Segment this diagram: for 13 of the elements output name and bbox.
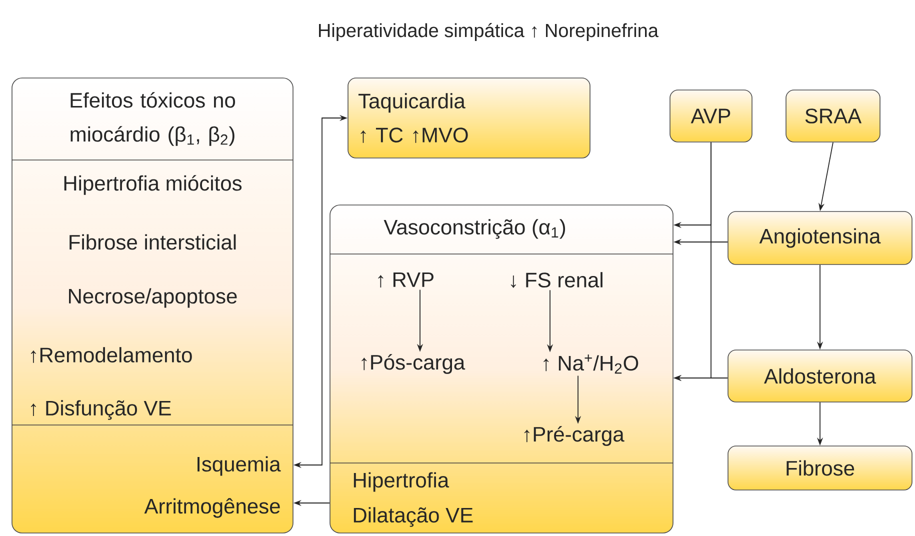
process-box: Taquicardia ↑ TC ↑MVO [348,78,590,158]
effect-text: ↓ FS renal [510,272,602,288]
panel-box: Efeitos tóxicos no miocárdio (β$_{1}$, β$_{2}$) Hipertrofia miócitos Fibrose intersticial Necrose/apoptose ↑Remodelamento ↑ Disfunção VE Isquemia Arritmogênese [12,78,294,534]
effect-text: ↑Pré-carga [524,426,624,446]
process-box: Angiotensina [728,211,912,265]
process-box: Fibrose [728,446,912,490]
process-box: Aldosterona [728,350,912,402]
process-box: AVP [670,90,752,142]
process-box: SRAA [786,90,880,142]
effect-text: ↑ RVP [378,272,434,288]
title: Hiperatividade simpática ↑ Norepinefrina [319,23,658,41]
effect-text: ↑ Na$^{+}$/H$_{2}$O [544,354,638,374]
effect-text: ↑Pós-carga [362,354,466,374]
